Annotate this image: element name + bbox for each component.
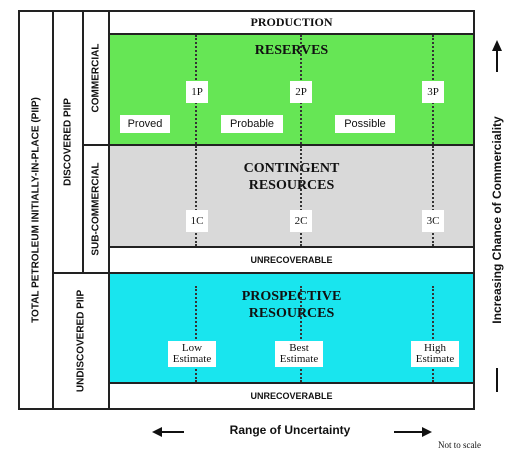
estimate-low-line2: Estimate	[172, 353, 212, 365]
category-possible: Possible	[335, 115, 395, 133]
down-line	[496, 368, 498, 392]
up-arrow-icon	[492, 40, 502, 51]
estimate-low: Low Estimate	[168, 341, 216, 367]
up-arrow-line	[496, 50, 498, 72]
estimate-best-line2: Estimate	[279, 353, 319, 365]
unrecoverable-discovered-row: UNRECOVERABLE	[108, 246, 475, 274]
x-axis-label: Range of Uncertainty	[229, 423, 351, 437]
estimate-best-line1: Best	[289, 342, 309, 354]
discovered-piip-label: DISCOVERED PIIP	[62, 98, 74, 186]
unrecoverable-undiscovered-label: UNRECOVERABLE	[250, 391, 333, 401]
marker-2p: 2P	[290, 81, 312, 103]
reserves-block: RESERVES 1P 2P 3P Proved Probable Possib…	[108, 33, 475, 146]
undiscovered-piip-column: UNDISCOVERED PIIP	[52, 272, 110, 410]
y-axis-label-box: Increasing Chance of Commerciality	[484, 80, 510, 360]
contingent-divider-3	[432, 146, 434, 246]
y-axis-label: Increasing Chance of Commerciality	[490, 116, 504, 324]
unrecoverable-discovered-label: UNRECOVERABLE	[250, 255, 333, 265]
right-arrow-icon	[422, 427, 432, 437]
marker-1p: 1P	[186, 81, 208, 103]
commercial-column: COMMERCIAL	[82, 10, 110, 146]
category-probable: Probable	[221, 115, 283, 133]
undiscovered-piip-label: UNDISCOVERED PIIP	[75, 289, 87, 393]
category-proved: Proved	[120, 115, 170, 133]
marker-3p: 3P	[422, 81, 444, 103]
estimate-high-line2: Estimate	[415, 353, 455, 365]
prospective-divider-2	[300, 286, 302, 382]
marker-2c: 2C	[290, 210, 312, 232]
contingent-resources-block: CONTINGENT RESOURCES 1C 2C 3C	[108, 144, 475, 248]
right-arrow-line	[394, 431, 424, 433]
sub-commercial-column: SUB-COMMERCIAL	[82, 144, 110, 274]
not-to-scale-note: Not to scale	[438, 440, 481, 450]
discovered-piip-column: DISCOVERED PIIP	[52, 10, 84, 274]
prospective-title-line1: PROSPECTIVE	[241, 289, 342, 304]
contingent-divider-1	[195, 146, 197, 246]
marker-3c: 3C	[422, 210, 444, 232]
prospective-divider-1	[195, 286, 197, 382]
production-label: PRODUCTION	[250, 15, 333, 29]
estimate-high: High Estimate	[411, 341, 459, 367]
estimate-low-line1: Low	[181, 342, 203, 354]
total-piip-column: TOTAL PETROLEUM INITIALLY-IN-PLACE (PIIP…	[18, 10, 54, 410]
estimate-best: Best Estimate	[275, 341, 323, 367]
left-arrow-icon	[152, 427, 162, 437]
contingent-divider-2	[300, 146, 302, 246]
prospective-title-line2: RESOURCES	[248, 306, 335, 321]
contingent-title-line1: CONTINGENT	[243, 161, 340, 176]
marker-1c: 1C	[186, 210, 208, 232]
production-row: PRODUCTION	[108, 10, 475, 35]
sub-commercial-label: SUB-COMMERCIAL	[90, 162, 102, 256]
left-arrow-line	[158, 431, 184, 433]
total-piip-label: TOTAL PETROLEUM INITIALLY-IN-PLACE (PIIP…	[30, 97, 42, 323]
commercial-label: COMMERCIAL	[90, 43, 102, 113]
prospective-resources-block: PROSPECTIVE RESOURCES Low Estimate Best …	[108, 272, 475, 384]
unrecoverable-undiscovered-row: UNRECOVERABLE	[108, 382, 475, 410]
prospective-divider-3	[432, 286, 434, 382]
estimate-high-line1: High	[424, 342, 446, 354]
contingent-title-line2: RESOURCES	[248, 178, 335, 193]
reserves-title: RESERVES	[254, 43, 329, 58]
